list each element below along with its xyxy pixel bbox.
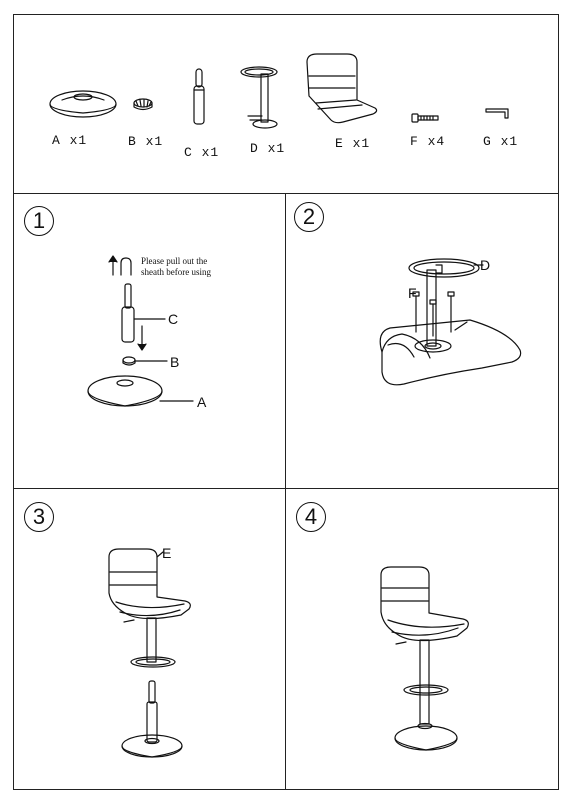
step3-drawing [108, 548, 191, 758]
part-b-label: B x1 [128, 134, 164, 149]
step1-drawing [87, 255, 194, 407]
callout-c: C [168, 311, 179, 327]
instruction-sheet [13, 14, 559, 790]
base-plate-icon [49, 90, 117, 118]
screw-icon [411, 113, 439, 123]
step-3-number: 3 [24, 502, 54, 532]
part-e-label: E x1 [335, 136, 371, 151]
callout-d: D [480, 257, 491, 273]
callout-f: F [408, 285, 417, 301]
screw-icon [412, 291, 455, 337]
part-f-label: F x4 [410, 134, 446, 149]
footrest-icon [240, 66, 278, 129]
sheath-note-line1: Please pull out the [141, 256, 208, 266]
step-4-number: 4 [296, 502, 326, 532]
bushing-icon [133, 98, 153, 111]
part-c-label: C x1 [184, 145, 220, 160]
callout-e: E [162, 545, 172, 561]
sheath-icon [120, 257, 132, 276]
arrow-down-icon [137, 325, 147, 351]
steps-divider [13, 488, 559, 489]
part-g-label: G x1 [483, 134, 519, 149]
seat-icon [306, 53, 378, 124]
step4-drawing [380, 566, 469, 751]
step-2-number: 2 [294, 202, 324, 232]
parts-divider [13, 193, 559, 194]
callout-a: A [197, 394, 207, 410]
sheath-note-line2: sheath before using [141, 267, 211, 277]
column-divider [285, 193, 286, 790]
gas-lift-cylinder-icon [193, 68, 205, 125]
arrow-up-icon [108, 255, 118, 276]
step-1-number: 1 [24, 206, 54, 236]
step2-drawing [379, 258, 522, 386]
part-d-label: D x1 [250, 141, 286, 156]
allen-key-icon [485, 108, 509, 119]
part-a-label: A x1 [52, 133, 88, 148]
callout-b: B [170, 354, 180, 370]
